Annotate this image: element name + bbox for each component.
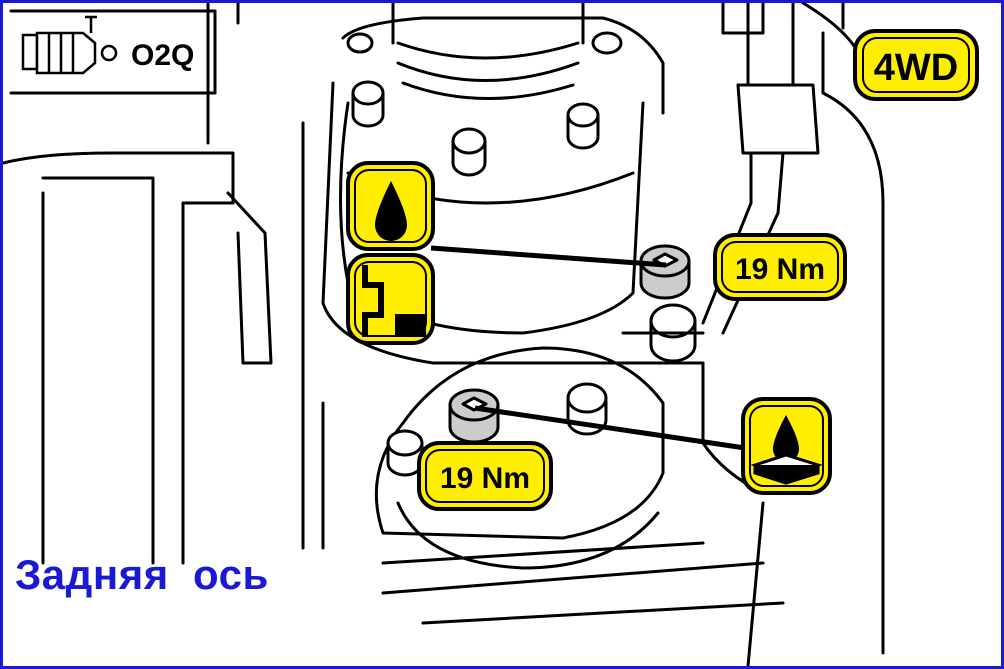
torque-upper-label: 19 Nm — [735, 253, 825, 286]
torque-badge-upper: 19 Nm — [713, 233, 847, 301]
hose-clamp — [736, 83, 820, 155]
drive-badge-label: 4WD — [874, 47, 958, 89]
left-bracket — [3, 151, 235, 565]
flange-bolts — [346, 31, 623, 177]
rear-axle-illustration: O2Q 4WD 19 Nm 19 Nm — [3, 3, 979, 666]
oil-level-icon — [346, 253, 435, 345]
diagram-caption: Задняя ось — [15, 551, 269, 598]
oil-drain-icon — [741, 397, 832, 495]
torque-lower-label: 19 Nm — [440, 462, 530, 495]
oil-fill-plug-icon — [346, 161, 435, 251]
drive-badge: 4WD — [853, 29, 979, 101]
torque-badge-lower: 19 Nm — [417, 441, 553, 511]
housing-top — [341, 16, 665, 115]
drain-plug — [448, 388, 500, 444]
gearbox-code-label: O2Q — [131, 39, 194, 72]
fill-plug — [639, 244, 691, 300]
leader-lines — [430, 245, 746, 451]
gearbox-icon — [21, 15, 118, 75]
